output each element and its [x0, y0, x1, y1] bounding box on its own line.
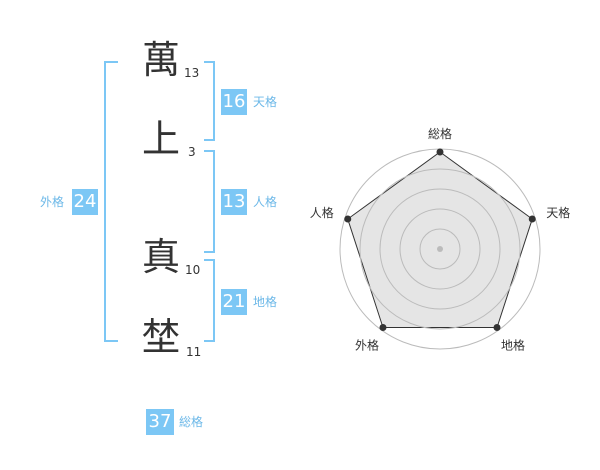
radar-point-0	[436, 148, 444, 156]
radar-ring-2	[399, 208, 481, 290]
gaikaku-label: 外格	[40, 195, 65, 209]
name-char-2: 上	[142, 117, 181, 161]
tenkaku-value: 16	[221, 89, 247, 115]
radar-point-2	[493, 323, 501, 331]
radar-ring-4	[359, 168, 521, 330]
chikaku-label: 地格	[253, 295, 278, 309]
jinkaku-label: 人格	[253, 195, 278, 209]
name-char-3: 真	[142, 235, 181, 279]
name-char-4: 埜	[142, 315, 181, 359]
radar-point-4	[344, 215, 352, 223]
radar-label-1: 天格	[546, 205, 570, 220]
radar-points	[344, 148, 536, 331]
radar-ring-1	[419, 228, 461, 270]
soukaku-label: 総格	[179, 415, 204, 429]
radar-label-2: 地格	[501, 337, 525, 352]
stroke-count-3: 10	[185, 263, 201, 277]
jinkaku-bracket	[204, 150, 215, 253]
stroke-count-1: 13	[184, 66, 200, 80]
jinkaku-value: 13	[221, 189, 247, 215]
stroke-count-4: 11	[186, 345, 202, 359]
stroke-count-2: 3	[188, 145, 196, 159]
gaikaku-bracket	[104, 61, 118, 342]
tenkaku-bracket	[204, 61, 215, 141]
chikaku-value: 21	[221, 289, 247, 315]
name-char-1: 萬	[142, 38, 181, 82]
radar-label-0: 総格	[428, 126, 452, 141]
radar-ring-3	[379, 188, 501, 310]
radar-point-3	[379, 323, 387, 331]
tenkaku-label: 天格	[253, 95, 278, 109]
radar-polygon	[347, 151, 533, 328]
radar-center-dot	[437, 246, 443, 252]
chikaku-bracket	[204, 259, 215, 342]
radar-label-3: 外格	[355, 337, 379, 352]
radar-label-4: 人格	[310, 205, 334, 220]
gaikaku-value: 24	[72, 189, 98, 215]
radar-point-1	[528, 215, 536, 223]
soukaku-value: 37	[146, 409, 174, 435]
